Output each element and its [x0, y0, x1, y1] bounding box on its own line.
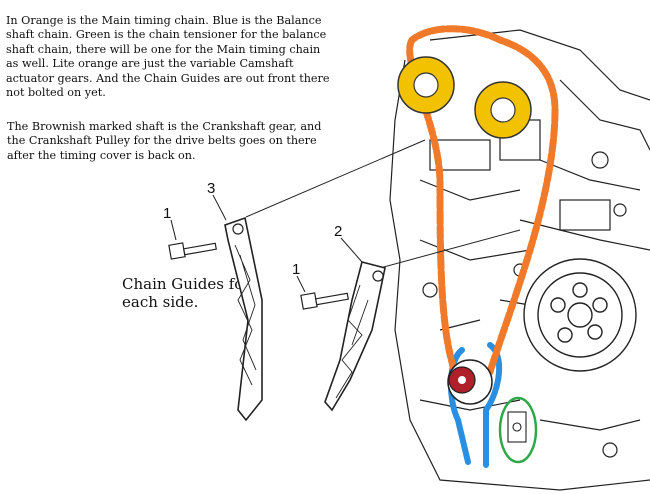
crankshaft-gear [447, 359, 493, 405]
chain-guide-right [324, 261, 386, 412]
chain-guides-label: Chain Guides for each side. [122, 275, 251, 311]
balance-chain-tensioner [498, 396, 538, 464]
bolt-right [300, 292, 349, 310]
accessory-pulley [523, 258, 637, 372]
callout-guide-right: 2 [334, 223, 343, 240]
chain-guide-left [224, 216, 263, 422]
crankshaft-caption: The Brownish marked shaft is the Cranksh… [7, 120, 322, 162]
main-caption: In Orange is the Main timing chain. Blue… [6, 14, 330, 100]
callout-guide-left: 3 [207, 180, 216, 197]
callout-bolt-left: 1 [163, 205, 172, 222]
callout-bolt-right: 1 [292, 261, 301, 278]
camshaft-actuator-gears [397, 56, 532, 139]
bolt-left [168, 242, 217, 260]
leader-lines [245, 139, 521, 269]
main-timing-chain [406, 25, 559, 376]
